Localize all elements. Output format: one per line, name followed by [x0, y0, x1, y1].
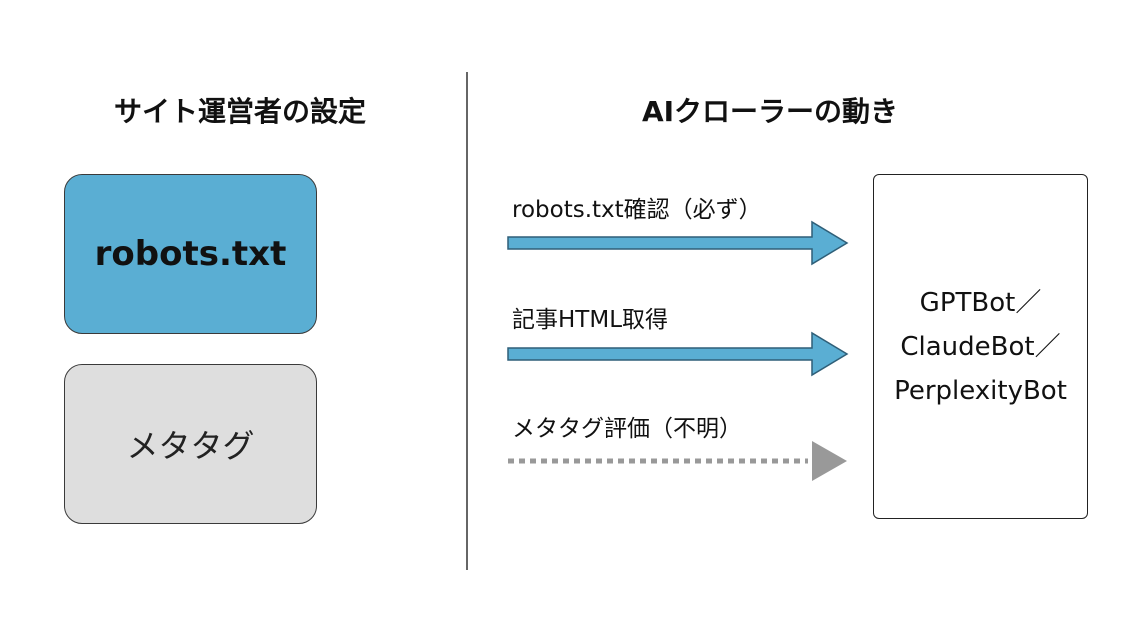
- meta-tag-box: メタタグ: [64, 364, 317, 524]
- bot-claudebot: ClaudeBot／: [900, 331, 1061, 362]
- robots-txt-label: robots.txt: [94, 234, 287, 274]
- robots-txt-box: robots.txt: [64, 174, 317, 334]
- arrow-label-meta-eval: メタタグ評価（不明）: [512, 416, 742, 442]
- arrow-meta-eval-head: [812, 441, 847, 481]
- section-divider: [466, 72, 468, 570]
- crawler-bots-box: GPTBot／ ClaudeBot／ PerplexityBot: [873, 174, 1088, 519]
- meta-tag-label: メタタグ: [126, 427, 255, 465]
- arrow-label-robots-check: robots.txt確認（必ず）: [512, 197, 762, 223]
- arrow-html-fetch: [507, 331, 849, 377]
- bot-gptbot: GPTBot／: [919, 287, 1042, 318]
- arrow-label-html-fetch: 記事HTML取得: [512, 307, 669, 333]
- site-operator-heading: サイト運営者の設定: [113, 95, 366, 128]
- bot-perplexitybot: PerplexityBot: [894, 375, 1067, 406]
- arrow-robots-check: [507, 220, 849, 266]
- ai-crawler-heading: AIクローラーの動き: [641, 95, 899, 128]
